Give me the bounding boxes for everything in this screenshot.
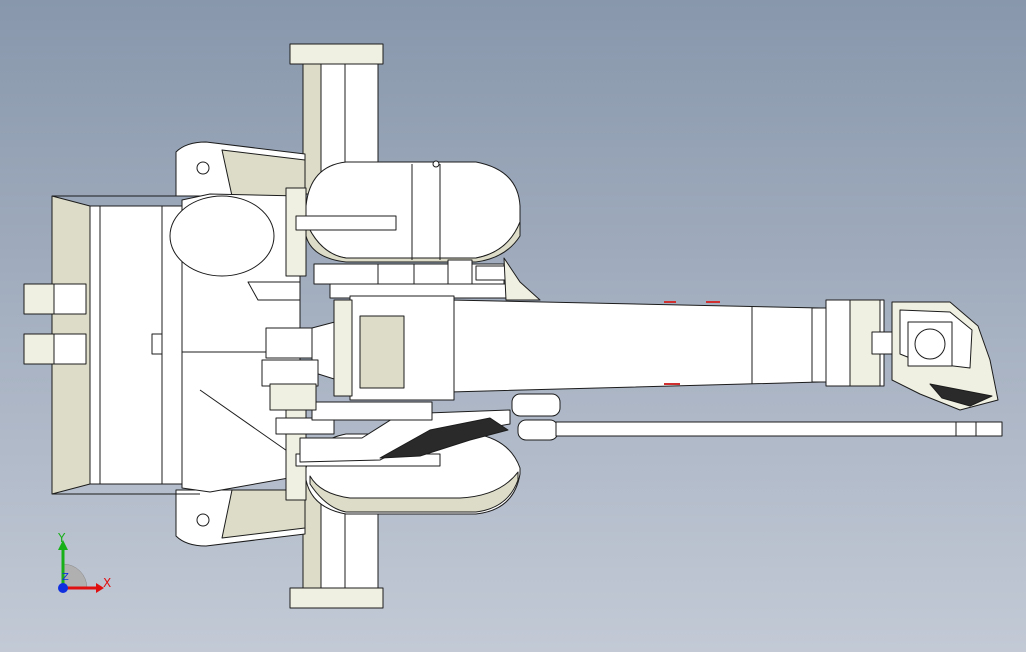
- lower-mount-hole: [196, 513, 210, 527]
- upper-motor-dome[interactable]: [285, 160, 521, 277]
- lower-bracket[interactable]: [175, 489, 306, 547]
- z-axis-dot: [58, 583, 68, 593]
- upper-gear-assembly[interactable]: [313, 257, 541, 301]
- forearm[interactable]: [449, 299, 821, 393]
- upper-bracket[interactable]: [175, 141, 306, 197]
- x-axis-label: X: [103, 576, 112, 590]
- shoulder-housing[interactable]: [169, 193, 301, 493]
- connector-tabs[interactable]: [23, 283, 87, 365]
- elbow-joint[interactable]: [261, 295, 455, 411]
- y-axis-arrow: [58, 540, 68, 550]
- wrist-assembly[interactable]: [811, 299, 895, 387]
- lower-link[interactable]: [275, 401, 511, 463]
- triad-graphic: [58, 540, 104, 593]
- linkage-rod[interactable]: [511, 393, 1003, 441]
- orientation-triad: X Y Z: [40, 528, 120, 608]
- y-axis-label: Y: [58, 531, 66, 545]
- z-axis-label: Z: [62, 572, 69, 583]
- end-effector[interactable]: [891, 301, 999, 411]
- upper-mount-hole: [196, 161, 210, 175]
- x-axis-arrow: [96, 583, 104, 593]
- base-slot: [151, 333, 163, 355]
